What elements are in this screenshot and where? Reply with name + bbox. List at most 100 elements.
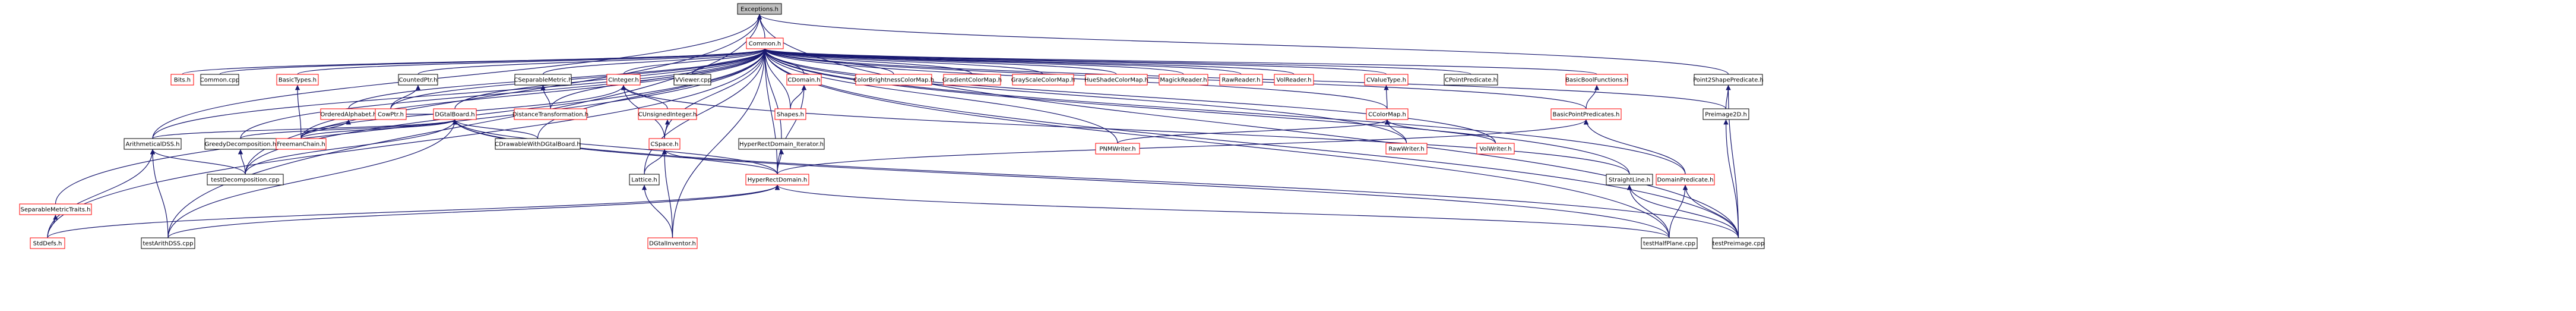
node-freemanchain[interactable]: FreemanChain.h [276, 138, 327, 150]
node-label-exceptions: Exceptions.h [740, 7, 779, 13]
node-testpreimage[interactable]: testPreimage.cpp [1712, 237, 1765, 249]
node-label-volwriter: VolWriter.h [1479, 146, 1511, 153]
node-exceptions[interactable]: Exceptions.h [737, 3, 782, 15]
node-label-cowptr: CowPtr.h [378, 112, 404, 118]
node-stddefs[interactable]: StdDefs.h [30, 237, 65, 249]
node-ccolormap[interactable]: CColorMap.h [1366, 108, 1409, 120]
node-label-rawwriter: RawWriter.h [1388, 146, 1424, 153]
node-box-ccolormap [1366, 108, 1409, 120]
edge-hyperrectdomain-to-common [762, 48, 778, 175]
edge-basictypes-to-common [297, 48, 767, 75]
node-preimage2d[interactable]: Preimage2D.h [1702, 108, 1749, 120]
node-hueshadecolormap[interactable]: HueShadeColorMap.h [1084, 74, 1148, 86]
node-label-distancetransformation: DistanceTransformation.h [512, 112, 588, 118]
node-box-basicboolfunctions [1565, 74, 1628, 86]
edge-stddefs-to-hyperrectdomain [47, 184, 780, 238]
node-testdecomposition[interactable]: testDecomposition.cpp [207, 174, 284, 186]
node-box-cinteger [606, 74, 641, 86]
edge-domainpredicate-to-basicpointpredicates [1583, 119, 1686, 175]
node-label-orderedalphabet: OrderedAlphabet.h [320, 112, 376, 118]
node-basicpointpredicates[interactable]: BasicPointPredicates.h [1550, 108, 1622, 120]
node-cseparablemetric[interactable]: CSeparableMetric.h [514, 74, 572, 86]
node-volreader[interactable]: VolReader.h [1274, 74, 1314, 86]
node-iviewer[interactable]: IVViewer.cpp [673, 74, 711, 86]
edge-dgtalinventor-to-cspace [662, 149, 673, 238]
edge-stddefs-to-common [47, 48, 768, 238]
edge-testarithdss-to-exceptions [167, 14, 762, 238]
node-testhalfplane[interactable]: testHalfPlane.cpp [1641, 237, 1698, 249]
edge-basicpointpredicates-to-basicboolfunctions [1586, 84, 1600, 109]
node-cowptr[interactable]: CowPtr.h [375, 108, 407, 120]
node-box-common [746, 37, 784, 49]
node-basictypes[interactable]: BasicTypes.h [276, 74, 319, 86]
edge-domainpredicate-to-common [762, 48, 1686, 175]
node-label-cvaluetype: CValueType.h [1366, 77, 1406, 84]
node-countedptr[interactable]: CountedPtr.h [398, 74, 438, 86]
edge-cseparablemetric-to-common [542, 48, 768, 75]
node-point2shape[interactable]: Point2ShapePredicate.h [1693, 74, 1764, 86]
edge-testdecomposition-to-greedydecomposition [238, 149, 246, 175]
edge-hyperrectdomain-to-cdomain [777, 84, 807, 175]
edge-lattice-to-common [644, 48, 768, 175]
node-box-magickreader [1159, 74, 1208, 86]
node-hyperrectdomain[interactable]: HyperRectDomain.h [745, 174, 809, 186]
node-label-common: Common.h [749, 41, 781, 48]
node-label-testpreimage: testPreimage.cpp [1713, 241, 1765, 247]
node-box-cspace [648, 138, 681, 150]
edge-grayscalecolormap-to-common [762, 48, 1044, 75]
node-cdrawablewithdgtalboard[interactable]: CDrawableWithDGtalBoard.h [495, 138, 581, 150]
edge-dgtalinventor-to-common [672, 48, 768, 238]
node-lattice[interactable]: Lattice.h [629, 174, 660, 186]
node-testarithdss[interactable]: testArithDSS.cpp [141, 237, 195, 249]
node-label-basictypes: BasicTypes.h [279, 77, 317, 84]
node-box-dgtalinventor [647, 237, 698, 249]
node-bits[interactable]: Bits.h [170, 74, 194, 86]
node-grayscalecolormap[interactable]: GrayScaleColorMap.h [1011, 74, 1075, 86]
node-shapes[interactable]: Shapes.h [774, 108, 806, 120]
node-greedydecomposition[interactable]: GreedyDecomposition.h [204, 138, 277, 150]
node-box-hyperrectdomain_iterator [738, 138, 825, 150]
node-cspace[interactable]: CSpace.h [648, 138, 681, 150]
node-cinteger[interactable]: CInteger.h [606, 74, 641, 86]
edge-stddefs-to-arithmeticaldss [47, 149, 156, 238]
node-rawwriter[interactable]: RawWriter.h [1385, 143, 1428, 155]
node-box-cdomain [786, 74, 822, 86]
node-cvaluetype[interactable]: CValueType.h [1364, 74, 1409, 86]
edge-testdecomposition-to-common [245, 48, 768, 175]
node-cpointpredicate[interactable]: CPointPredicate.h [1444, 74, 1498, 86]
node-gradientcolormap[interactable]: GradientColorMap.h [942, 74, 1002, 86]
node-volwriter[interactable]: VolWriter.h [1476, 143, 1515, 155]
node-domainpredicate[interactable]: DomainPredicate.h [1656, 174, 1715, 186]
node-label-dgtalboard: DGtalBoard.h [435, 112, 474, 118]
edge-hyperrectdomain-to-cspace [662, 149, 778, 175]
node-cdomain[interactable]: CDomain.h [786, 74, 822, 86]
node-box-straightline [1606, 174, 1653, 186]
edge-testhalfplane-to-common [762, 48, 1670, 238]
node-straightline[interactable]: StraightLine.h [1606, 174, 1653, 186]
node-separablemetrictraits[interactable]: SeparableMetricTraits.h [19, 203, 92, 215]
node-orderedalphabet[interactable]: OrderedAlphabet.h [320, 108, 377, 120]
node-label-stddefs: StdDefs.h [33, 241, 62, 247]
node-label-lattice: Lattice.h [631, 177, 657, 184]
node-hyperrectdomain_iterator[interactable]: HyperRectDomain_Iterator.h [738, 138, 825, 150]
node-label-cunsignedinteger: CUnsignedInteger.h [638, 112, 697, 118]
node-label-cdomain: CDomain.h [787, 77, 820, 84]
edge-cowptr-to-common [390, 48, 768, 109]
node-common[interactable]: Common.h [746, 37, 784, 49]
node-cunsignedinteger[interactable]: CUnsignedInteger.h [638, 108, 697, 120]
node-pnmwriter[interactable]: PNMWriter.h [1095, 143, 1140, 155]
node-label-freemanchain: FreemanChain.h [277, 142, 325, 148]
node-common_cpp[interactable]: Common.cpp [200, 74, 239, 86]
node-magickreader[interactable]: MagickReader.h [1159, 74, 1208, 86]
node-label-preimage2d: Preimage2D.h [1705, 112, 1747, 118]
node-dgtalboard[interactable]: DGtalBoard.h [433, 108, 477, 120]
edge-separablemetrictraits-to-common [55, 48, 768, 205]
node-basicboolfunctions[interactable]: BasicBoolFunctions.h [1565, 74, 1628, 86]
edge-greedydecomposition-to-common [240, 48, 768, 139]
node-dgtalinventor[interactable]: DGtalInventor.h [647, 237, 698, 249]
node-colorbrightness[interactable]: ColorBrightnessColorMap.h [853, 74, 934, 86]
node-rawreader[interactable]: RawReader.h [1219, 74, 1263, 86]
node-distancetransformation[interactable]: DistanceTransformation.h [512, 108, 588, 120]
node-arithmeticaldss[interactable]: ArithmeticalDSS.h [124, 138, 182, 150]
